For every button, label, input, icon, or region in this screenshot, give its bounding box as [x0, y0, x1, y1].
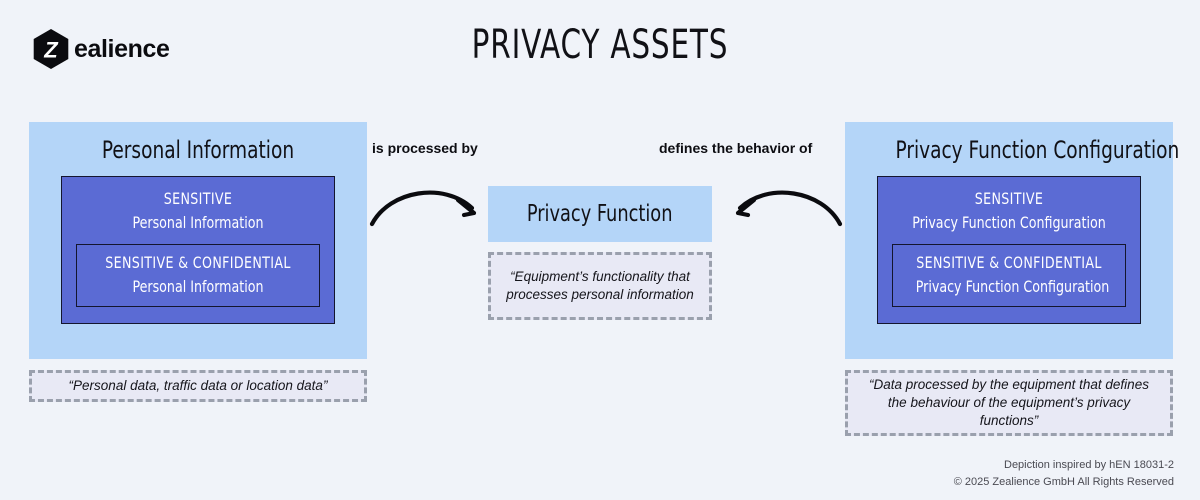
privacy-function-configuration-definition: “Data processed by the equipment that de…	[845, 370, 1173, 436]
sensitive-subject-label: Personal Information	[132, 213, 264, 232]
curved-arrow-right-icon	[369, 190, 477, 227]
sensitive-subject-label: Privacy Function Configuration	[912, 213, 1106, 232]
footer-line-copyright: © 2025 Zealience GmbH All Rights Reserve…	[953, 475, 1174, 488]
confidential-subject-label: Privacy Function Configuration	[915, 277, 1110, 296]
svg-text:Z: Z	[43, 38, 59, 63]
personal-information-definition: “Personal data, traffic data or location…	[29, 370, 367, 402]
confidential-level-label: SENSITIVE & CONFIDENTIAL	[916, 253, 1102, 272]
confidential-subject-label: Personal Information	[132, 277, 264, 296]
curved-arrow-left-icon	[735, 190, 843, 227]
relation-label-is-processed-by: is processed by	[372, 140, 478, 156]
personal-information-panel: Personal Information SENSITIVE Personal …	[29, 122, 367, 359]
zealience-hexagon-logo-icon: Z	[33, 29, 69, 69]
page-title: PRIVACY ASSETS	[471, 22, 729, 68]
sensitive-personal-information-box: SENSITIVE Personal Information SENSITIVE…	[61, 176, 335, 324]
privacy-function-definition: “Equipment’s functionality that processe…	[488, 252, 712, 320]
footer-line-source: Depiction inspired by hEN 18031-2	[1004, 459, 1174, 471]
footer-attribution: Depiction inspired by hEN 18031-2 © 2025…	[954, 457, 1174, 490]
relation-label-defines-the-behavior-of: defines the behavior of	[659, 140, 813, 156]
sensitive-privacy-function-configuration-box: SENSITIVE Privacy Function Configuration…	[877, 176, 1141, 324]
confidential-level-label: SENSITIVE & CONFIDENTIAL	[105, 253, 291, 272]
brand-logo: Z ealience	[30, 28, 170, 70]
sensitive-confidential-personal-information-box: SENSITIVE & CONFIDENTIAL Personal Inform…	[76, 244, 320, 307]
privacy-function-box: Privacy Function	[488, 186, 712, 242]
brand-wordmark: ealience	[74, 34, 170, 63]
sensitive-level-label: SENSITIVE	[974, 189, 1044, 208]
privacy-function-configuration-panel: Privacy Function Configuration SENSITIVE…	[845, 122, 1180, 359]
panel-title-personal-information: Personal Information	[101, 136, 295, 164]
sensitive-level-label: SENSITIVE	[163, 189, 233, 208]
panel-title-privacy-function-configuration: Privacy Function Configuration	[895, 136, 1180, 164]
sensitive-confidential-privacy-function-configuration-box: SENSITIVE & CONFIDENTIAL Privacy Functio…	[892, 244, 1126, 307]
privacy-function-label: Privacy Function	[527, 201, 673, 227]
